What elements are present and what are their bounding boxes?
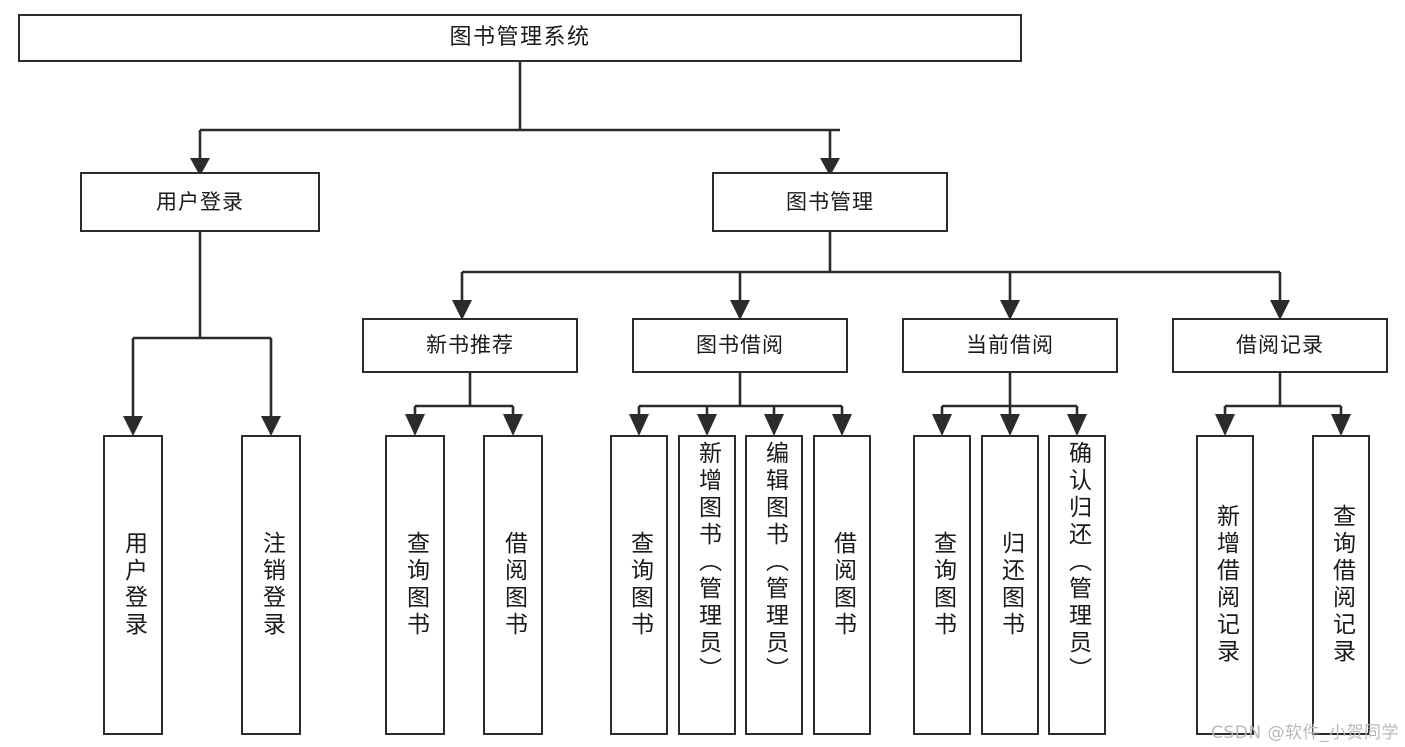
- node-root-book-management-system[interactable]: 图书管理系统: [18, 14, 1022, 62]
- node-label: 新增图书（管理员）: [694, 441, 721, 684]
- node-leaf-query-books-recommend[interactable]: 查询图书: [385, 435, 445, 735]
- node-book-borrow[interactable]: 图书借阅: [632, 318, 848, 373]
- node-label: 新书推荐: [426, 333, 514, 358]
- node-label: 图书管理系统: [449, 25, 591, 51]
- node-current-borrow[interactable]: 当前借阅: [902, 318, 1118, 373]
- node-label: 借阅记录: [1236, 333, 1324, 358]
- node-label: 查询图书: [929, 531, 956, 639]
- watermark: CSDN @软件_小贺同学: [1211, 723, 1399, 743]
- node-label: 查询借阅记录: [1328, 504, 1355, 666]
- node-borrow-records[interactable]: 借阅记录: [1172, 318, 1388, 373]
- node-leaf-user-login[interactable]: 用户登录: [103, 435, 163, 735]
- node-leaf-return-books[interactable]: 归还图书: [981, 435, 1039, 735]
- node-leaf-add-borrow-record[interactable]: 新增借阅记录: [1196, 435, 1254, 735]
- node-label: 新增借阅记录: [1212, 504, 1239, 666]
- node-label: 注销登录: [258, 531, 285, 639]
- node-label: 当前借阅: [966, 333, 1054, 358]
- node-leaf-query-books-current[interactable]: 查询图书: [913, 435, 971, 735]
- node-label: 图书管理: [786, 189, 874, 214]
- node-leaf-add-book-admin[interactable]: 新增图书（管理员）: [678, 435, 736, 735]
- node-label: 查询图书: [626, 531, 653, 639]
- node-user-login[interactable]: 用户登录: [80, 172, 320, 232]
- node-leaf-query-borrow-record[interactable]: 查询借阅记录: [1312, 435, 1370, 735]
- node-label: 借阅图书: [500, 531, 527, 639]
- node-label: 借阅图书: [829, 531, 856, 639]
- node-leaf-borrow-books[interactable]: 借阅图书: [813, 435, 871, 735]
- node-new-book-recommend[interactable]: 新书推荐: [362, 318, 578, 373]
- node-label: 图书借阅: [696, 333, 784, 358]
- node-label: 用户登录: [120, 531, 147, 639]
- node-label: 编辑图书（管理员）: [761, 441, 788, 684]
- node-leaf-borrow-books-recommend[interactable]: 借阅图书: [483, 435, 543, 735]
- node-label: 确认归还（管理员）: [1064, 441, 1091, 684]
- node-label: 归还图书: [997, 531, 1024, 639]
- node-leaf-query-books-borrow[interactable]: 查询图书: [610, 435, 668, 735]
- node-label: 查询图书: [402, 531, 429, 639]
- node-leaf-confirm-return-admin[interactable]: 确认归还（管理员）: [1048, 435, 1106, 735]
- node-book-management[interactable]: 图书管理: [712, 172, 948, 232]
- node-leaf-edit-book-admin[interactable]: 编辑图书（管理员）: [745, 435, 803, 735]
- node-leaf-logout[interactable]: 注销登录: [241, 435, 301, 735]
- node-label: 用户登录: [156, 189, 244, 214]
